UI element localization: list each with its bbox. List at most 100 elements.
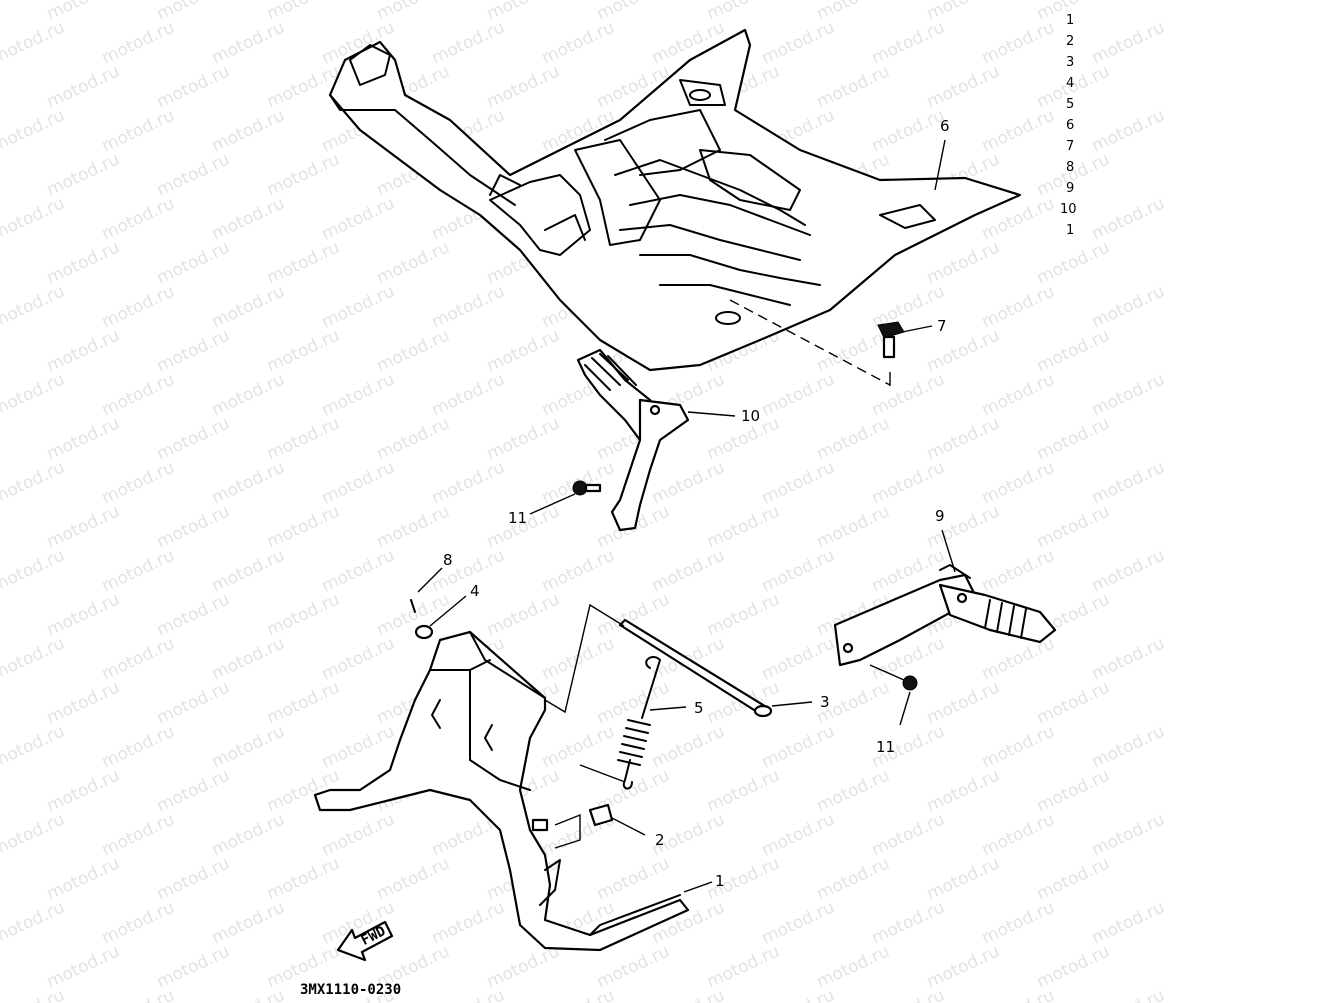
watermark-text: motod.ru <box>1034 941 1113 992</box>
watermark-text: motod.ru <box>869 105 948 156</box>
watermark-text: motod.ru <box>99 281 178 332</box>
watermark-text: motod.ru <box>704 941 783 992</box>
watermark-text: motod.ru <box>264 677 343 728</box>
watermark-text: motod.ru <box>99 369 178 420</box>
watermark-text: motod.ru <box>154 325 233 376</box>
watermark-text: motod.ru <box>0 721 68 772</box>
watermark-text: motod.ru <box>0 633 68 684</box>
parts-index-item: 7 <box>1066 139 1074 154</box>
watermark-text: motod.ru <box>429 281 508 332</box>
watermark-text: motod.ru <box>374 853 453 904</box>
watermark-text: motod.ru <box>374 237 453 288</box>
watermark-text: motod.ru <box>759 721 838 772</box>
callout-3: 3 <box>820 693 830 711</box>
parts-index-item: 2 <box>1066 34 1074 49</box>
watermark-text: motod.ru <box>319 809 398 860</box>
watermark-text: motod.ru <box>99 545 178 596</box>
bolt-11-left <box>529 480 602 515</box>
watermark-text: motod.ru <box>1089 809 1168 860</box>
watermark-text: motod.ru <box>99 897 178 948</box>
watermark-text: motod.ru <box>484 325 563 376</box>
watermark-text: motod.ru <box>759 17 838 68</box>
diagram-code: 3MX1110-0230 <box>300 982 401 998</box>
watermark-text: motod.ru <box>759 633 838 684</box>
watermark-text: motod.ru <box>99 105 178 156</box>
watermark-text: motod.ru <box>209 281 288 332</box>
watermark-text: motod.ru <box>869 457 948 508</box>
watermark-text: motod.ru <box>374 325 453 376</box>
watermark-text: motod.ru <box>924 853 1003 904</box>
pin-8 <box>410 567 443 613</box>
callout-9: 9 <box>935 507 945 525</box>
watermark-text: motod.ru <box>649 721 728 772</box>
watermark-text: motod.ru <box>979 105 1058 156</box>
watermark-text: motod.ru <box>704 501 783 552</box>
watermark-text: motod.ru <box>429 17 508 68</box>
watermark-text: motod.ru <box>1034 413 1113 464</box>
watermark-text: motod.ru <box>979 633 1058 684</box>
watermark-text: motod.ru <box>154 61 233 112</box>
watermark-text: motod.ru <box>154 765 233 816</box>
watermark-text: motod.ru <box>484 61 563 112</box>
watermark-text: motod.ru <box>374 589 453 640</box>
watermark-text: motod.ru <box>484 589 563 640</box>
callout-1: 1 <box>715 872 725 890</box>
watermark-text: motod.ru <box>154 413 233 464</box>
watermark-text: motod.ru <box>924 765 1003 816</box>
watermark-text: motod.ru <box>154 237 233 288</box>
watermark-text: motod.ru <box>869 809 948 860</box>
watermark-text: motod.ru <box>924 237 1003 288</box>
shaft-3 <box>544 603 813 718</box>
watermark-text: motod.ru <box>759 809 838 860</box>
watermark-text: motod.ru <box>264 237 343 288</box>
watermark-text: motod.ru <box>319 457 398 508</box>
watermark-text: motod.ru <box>1034 677 1113 728</box>
watermark-text: motod.ru <box>154 941 233 992</box>
parts-index-item: 4 <box>1066 76 1074 91</box>
callout-6: 6 <box>940 117 950 135</box>
watermark-text: motod.ru <box>99 17 178 68</box>
watermark-text: motod.ru <box>44 589 123 640</box>
watermark-text: motod.ru <box>154 149 233 200</box>
parts-index-item: 1 <box>1066 223 1074 238</box>
watermark-text: motod.ru <box>0 809 68 860</box>
watermark-text: motod.ru <box>0 369 68 420</box>
watermark-text: motod.ru <box>1089 457 1168 508</box>
parts-index-item: 1 <box>1066 13 1074 28</box>
watermark-text: motod.ru <box>1034 853 1113 904</box>
watermark-text: motod.ru <box>44 941 123 992</box>
watermark-text: motod.ru <box>319 633 398 684</box>
spring-5 <box>579 656 687 790</box>
watermark-text: motod.ru <box>99 193 178 244</box>
watermark-text: motod.ru <box>44 325 123 376</box>
collar-2 <box>554 803 646 849</box>
watermark-text: motod.ru <box>539 545 618 596</box>
watermark-text: motod.ru <box>264 589 343 640</box>
watermark-text: motod.ru <box>99 985 178 1003</box>
watermark-text: motod.ru <box>1034 501 1113 552</box>
watermark-text: motod.ru <box>209 105 288 156</box>
watermark-text: motod.ru <box>814 61 893 112</box>
watermark-text: motod.ru <box>264 853 343 904</box>
watermark-text: motod.ru <box>0 545 68 596</box>
watermark-text: motod.ru <box>154 677 233 728</box>
watermark-text: motod.ru <box>1089 897 1168 948</box>
parts-index-item: 8 <box>1066 160 1074 175</box>
watermark-text: motod.ru <box>759 545 838 596</box>
watermark-text: motod.ru <box>1089 369 1168 420</box>
watermark-text: motod.ru <box>154 853 233 904</box>
watermark-text: motod.ru <box>44 413 123 464</box>
watermark-text: motod.ru <box>264 325 343 376</box>
watermark-text: motod.ru <box>264 61 343 112</box>
parts-index: 1 2 3 4 5 6 7 8 9 10 1 <box>1060 13 1077 238</box>
watermark-text: motod.ru <box>99 721 178 772</box>
watermark-text: motod.ru <box>484 413 563 464</box>
watermark-text: motod.ru <box>319 193 398 244</box>
watermark-text: motod.ru <box>209 369 288 420</box>
watermark-text: motod.ru <box>44 61 123 112</box>
watermark-text: motod.ru <box>99 809 178 860</box>
footboard-panel <box>328 28 1022 372</box>
watermark-text: motod.ru <box>979 985 1058 1003</box>
watermark-text: motod.ru <box>44 149 123 200</box>
watermark-text: motod.ru <box>429 545 508 596</box>
